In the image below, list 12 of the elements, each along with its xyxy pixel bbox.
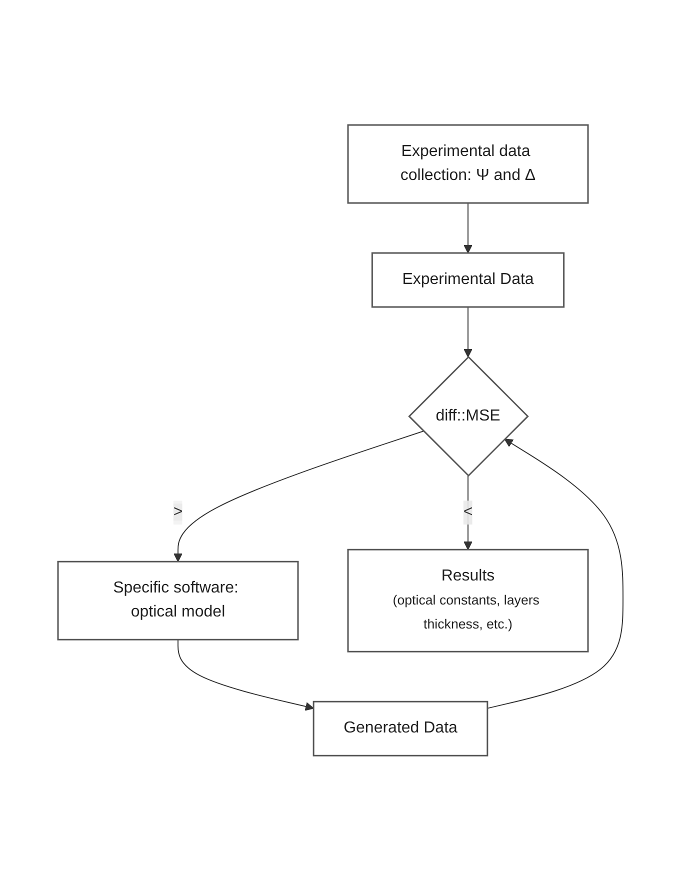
- node-box: Results (optical constants, layers thickness, etc.): [346, 549, 588, 653]
- edge-label: >: [172, 504, 182, 521]
- arrow: [486, 438, 623, 709]
- node-box: Generated Data: [312, 701, 488, 757]
- arrow: [177, 639, 314, 711]
- node-diamond: diff::MSE: [408, 356, 528, 477]
- arrow: [463, 202, 472, 254]
- node-box: Experimental data collection: Ψ and Δ: [346, 124, 588, 204]
- edge-label: <: [462, 504, 472, 521]
- node-box: Experimental Data: [370, 252, 564, 308]
- arrow: [463, 306, 472, 358]
- node-box: Specific software: optical model: [56, 561, 298, 641]
